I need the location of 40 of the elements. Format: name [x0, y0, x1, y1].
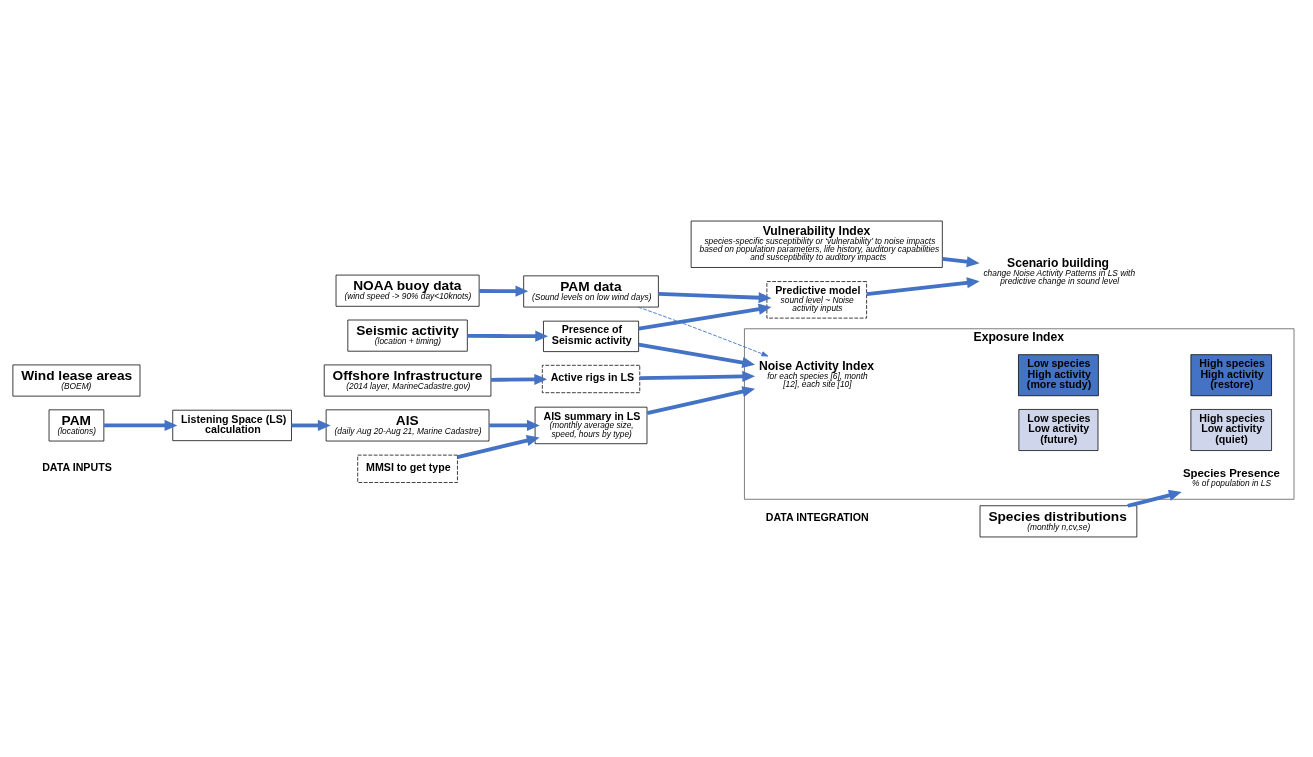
- node-box: Low species High activity (more study): [1018, 353, 1099, 396]
- node-box: PAM (locations): [48, 408, 105, 441]
- arrow: [638, 303, 772, 331]
- arrow: [457, 434, 540, 459]
- arrow: [639, 370, 756, 382]
- arrow: [291, 419, 331, 431]
- node-box: High species Low activity (quiet): [1190, 408, 1272, 451]
- node-text: Species Presence % of population in LS: [1182, 466, 1280, 488]
- arrow: [1127, 489, 1182, 508]
- node-box: Wind lease areas (BOEM): [12, 364, 141, 396]
- node-text: Scenario building change Noise Activity Patterns in LS with predictive change in sound level: [983, 255, 1136, 286]
- node-box: High species High activity (restore): [1190, 353, 1272, 396]
- label: DATA INPUTS: [42, 460, 112, 473]
- node-box: Seismic activity (location + timing): [347, 319, 468, 352]
- arrow: [866, 276, 980, 296]
- arrow: [479, 285, 529, 297]
- node-box: Presence of Seismic activity: [543, 320, 639, 352]
- node-box: AIS (daily Aug 20-Aug 21, Marine Cadastre): [325, 408, 490, 441]
- arrow: [942, 255, 980, 267]
- arrow: [491, 373, 548, 385]
- arrow: [646, 385, 756, 415]
- node-box: Offshore Infrastructure (2014 layer, MarineCadastre.gov): [323, 364, 492, 396]
- arrow: [637, 306, 769, 356]
- arrow: [658, 291, 772, 303]
- node-box: Listening Space (LS) calculation: [172, 409, 292, 441]
- arrow: [638, 342, 756, 368]
- label: DATA INTEGRATION: [765, 510, 869, 523]
- node-box: Active rigs in LS: [541, 364, 641, 393]
- node-box: Predictive model sound level ~ Noise activity inputs: [766, 280, 867, 318]
- node-box: PAM data (Sound levels on low wind days): [523, 274, 659, 307]
- node-box: Vulnerability Index species-specific susceptibility or ‘vulnerability’ to noise impacts based on population parameters, life history, auditory capabilities and susceptibility to auditory impacts: [690, 220, 943, 268]
- arrow: [467, 330, 549, 342]
- node-box: Species distributions (monthly n,cv,se): [979, 504, 1138, 537]
- arrow: [104, 419, 178, 431]
- node-box: Low species Low activity (future): [1018, 408, 1099, 451]
- node-text: Noise Activity Index for each species [6], month [12], each site [10]: [758, 358, 874, 389]
- node-box: AIS summary in LS (monthly average size, speed, hours by type): [534, 406, 648, 444]
- arrow: [489, 419, 540, 431]
- node-box: MMSI to get type: [357, 454, 458, 483]
- node-box: NOAA buoy data (wind speed -> 90% day<10knots): [335, 274, 480, 307]
